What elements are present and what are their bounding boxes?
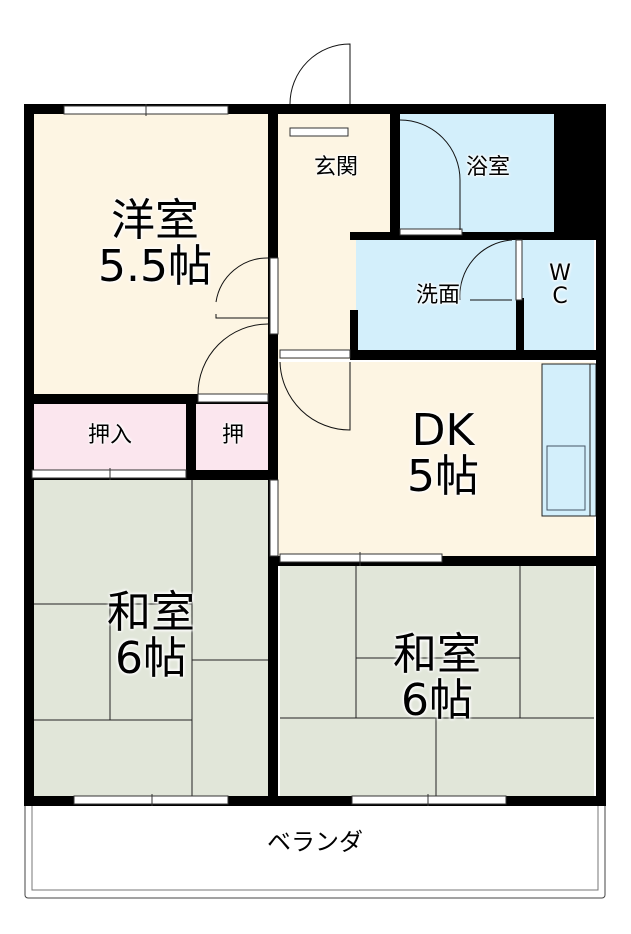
- sink-icon: [546, 445, 586, 511]
- washroom-fill: [356, 240, 520, 352]
- japanese-left-name: 和室: [107, 587, 195, 638]
- bath-label: 浴室: [465, 155, 510, 180]
- closet-large-fill: [32, 403, 186, 471]
- veranda-label: ベランダ: [267, 828, 363, 856]
- tatami-right-fill: [280, 566, 594, 800]
- entrance-label: 玄関: [313, 155, 358, 180]
- closet-large-label: 押入: [87, 423, 132, 448]
- dk-size: 5帖: [407, 451, 479, 503]
- room-western-fill: [32, 113, 276, 395]
- dk-fill: [278, 362, 594, 560]
- bath-fill: [400, 113, 556, 235]
- japanese-right-name: 和室: [393, 629, 481, 680]
- room-western-name: 洋室: [111, 195, 199, 246]
- toilet-label-w: W: [549, 261, 571, 286]
- japanese-right-size: 6帖: [401, 675, 473, 727]
- toilet-fill: [522, 240, 594, 352]
- dk-label: DK 5帖: [368, 405, 518, 503]
- toilet-label-c: C: [552, 284, 568, 310]
- washroom-label: 洗面: [415, 283, 460, 308]
- japanese-left-size: 6帖: [115, 633, 187, 685]
- closet-small-fill: [196, 403, 268, 471]
- room-western-size: 5.5帖: [98, 241, 212, 293]
- dk-name: DK: [411, 405, 475, 456]
- japanese-right-label: 和室 6帖: [362, 629, 512, 727]
- toilet-label: W C: [538, 262, 582, 308]
- japanese-left-label: 和室 6帖: [76, 587, 226, 685]
- tatami-left-fill: [32, 480, 270, 800]
- room-western-label: 洋室 5.5帖: [70, 195, 240, 293]
- closet-small-label: 押: [221, 423, 244, 448]
